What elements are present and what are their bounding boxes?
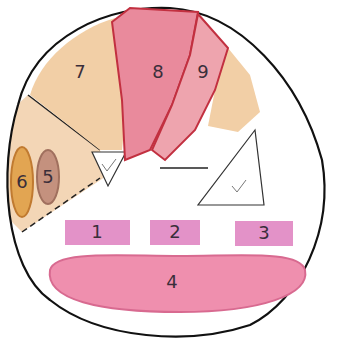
callout-number: 2 xyxy=(169,222,180,242)
callout-number: 6 xyxy=(16,172,27,192)
muscle-block: 3 xyxy=(235,221,293,246)
callout-number: 9 xyxy=(197,62,208,82)
region-outline xyxy=(37,150,59,204)
region-outline xyxy=(30,18,126,150)
region-outline xyxy=(65,220,130,245)
bone-triangle xyxy=(198,130,264,205)
muscle-band: 4 xyxy=(46,250,308,314)
membrane-line xyxy=(160,167,208,169)
region-outline xyxy=(11,147,33,217)
region-outline xyxy=(150,220,200,245)
bone-triangle xyxy=(92,152,126,186)
region-outline xyxy=(152,14,228,160)
muscle-oval: 5 xyxy=(36,149,60,205)
callout-number: 3 xyxy=(258,223,269,243)
muscle-region: 9 xyxy=(150,12,230,162)
tick-mark xyxy=(232,180,246,192)
callout-number: 5 xyxy=(42,167,53,187)
region-outline xyxy=(50,255,306,312)
section-outline xyxy=(7,8,324,337)
region-outline xyxy=(235,221,293,246)
region-shape xyxy=(150,12,230,162)
callout-number: 4 xyxy=(166,272,177,292)
section-ground xyxy=(7,8,324,337)
muscle-block: 2 xyxy=(150,220,200,245)
muscle-oval: 6 xyxy=(10,146,34,218)
muscle-block: 1 xyxy=(65,220,130,245)
tick-mark xyxy=(102,159,116,171)
callout-number: 7 xyxy=(74,62,85,82)
callout-number: 1 xyxy=(91,222,102,242)
callout-number: 8 xyxy=(152,62,163,82)
